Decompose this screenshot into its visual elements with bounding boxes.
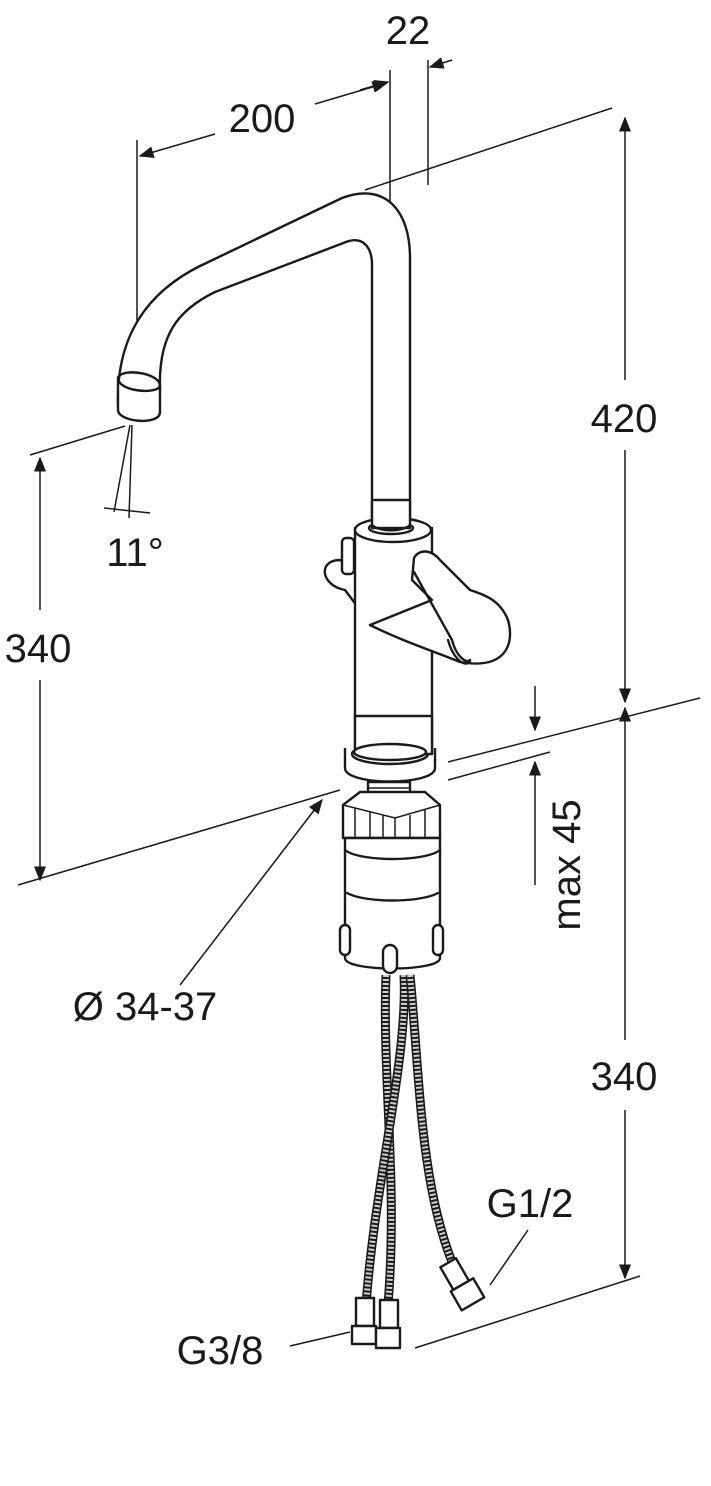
label-angle: 11° [106,531,164,575]
dimension-right-heights: 420 340 [364,107,701,1349]
label-hose-340: 340 [591,1055,658,1099]
faucet-body [323,498,512,783]
dimension-deck-thickness: max 45 [447,686,589,931]
label-hole-diameter: Ø 34-37 [73,985,218,1029]
label-g3-8: G3/8 [177,1329,264,1373]
mounting-hardware [338,780,445,975]
label-g1-2: G1/2 [487,1182,574,1226]
dimension-outlet-angle: 11° [103,424,164,575]
label-outlet-340: 340 [5,627,72,671]
label-420: 420 [591,397,658,441]
spout [116,192,412,527]
connector-g3-8-left [350,1296,378,1346]
label-22: 22 [386,9,431,53]
connector-g3-8-right [374,1298,402,1350]
dimension-outlet-height: 340 [5,425,341,886]
hoses [350,974,486,1350]
dimension-spout-reach: 200 [136,81,388,400]
connector-g1-2 [439,1257,486,1312]
dimension-hole-diameter: Ø 34-37 [73,798,323,1029]
label-200: 200 [229,97,296,141]
label-max-45: max 45 [545,799,589,930]
hose-connection-labels: G1/2 G3/8 [177,1182,574,1373]
